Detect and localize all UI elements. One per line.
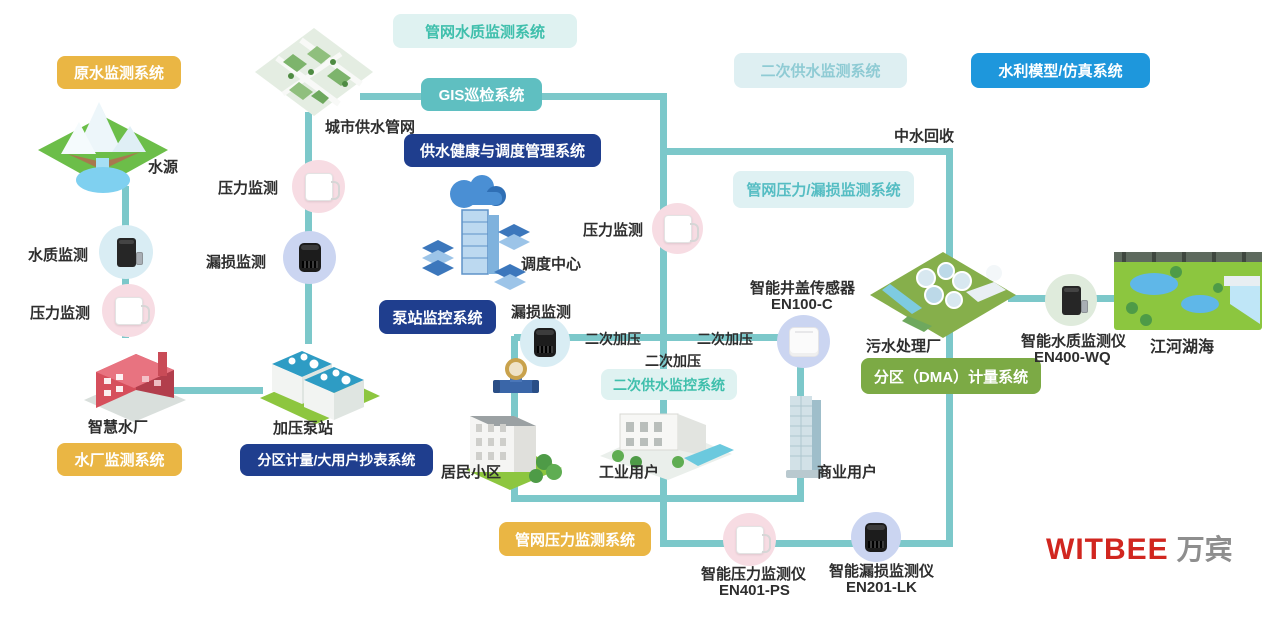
manhole-sensor-node	[777, 315, 830, 368]
badge-dma-metering-system: 分区（DMA）计量系统	[861, 358, 1041, 394]
badge-hydraulic-model-system: 水利模型/仿真系统	[971, 53, 1150, 88]
label-smart-plant: 智慧水厂	[88, 419, 149, 436]
label-pressure-monitor-right: 压力监测	[583, 222, 644, 239]
pipe-reclaim-down	[946, 148, 953, 258]
pressure-sensor-node-right	[652, 203, 703, 254]
label-pressure-monitor-left: 压力监测	[30, 305, 91, 322]
pressure-sensor-icon	[735, 525, 771, 554]
badge-secondary-control-system: 二次供水监控系统	[601, 369, 737, 400]
label-leak-meter-model: EN201-LK	[846, 579, 917, 596]
pressure-sensor-node-mid	[292, 160, 345, 213]
pipe-users-horizontal	[511, 495, 804, 502]
sewage-plant-icon	[870, 252, 1016, 338]
pressure-meter-node-bottom	[723, 513, 776, 566]
pipe-boost-horizontal	[514, 334, 804, 341]
badge-raw-water-system: 原水监测系统	[57, 56, 181, 89]
residential-building-icon	[466, 416, 562, 490]
pressure-sensor-icon	[304, 172, 340, 201]
label-dispatch-center: 调度中心	[521, 256, 582, 273]
witbee-logo-brand: WITBEE	[1046, 533, 1169, 566]
quality-sensor-icon	[1061, 285, 1088, 315]
river-landscape-icon	[1114, 252, 1262, 330]
pipe-sewage-vertical	[946, 330, 953, 547]
leak-sensor-icon	[534, 327, 556, 357]
mountain-icon	[38, 102, 168, 193]
label-manhole-sensor-name: 智能井盖传感器	[750, 280, 856, 297]
badge-gis-system: GIS巡检系统	[421, 78, 542, 111]
leak-sensor-icon	[865, 522, 887, 552]
badge-secondary-monitor-system: 二次供水监测系统	[734, 53, 907, 88]
witbee-logo: WITBEE 万宾	[1046, 528, 1233, 568]
manhole-sensor-icon	[788, 326, 819, 357]
label-boost-2: 二次加压	[697, 331, 753, 347]
label-boost-1: 二次加压	[585, 331, 641, 347]
label-leak-monitor-center: 漏损监测	[511, 304, 572, 321]
quality-sensor-node	[99, 225, 153, 279]
leak-sensor-icon	[298, 243, 321, 272]
skyscraper-icon	[786, 396, 824, 478]
label-wq-meter-model: EN400-WQ	[1034, 349, 1111, 366]
label-wq-meter-name: 智能水质监测仪	[1021, 333, 1127, 350]
label-reclaimed-water: 中水回收	[894, 128, 955, 145]
leak-meter-node-bottom	[851, 512, 901, 562]
badge-district-meter-system: 分区计量/大用户抄表系统	[240, 444, 433, 476]
badge-network-pressure-leak-system: 管网压力/漏损监测系统	[733, 171, 914, 208]
label-manhole-sensor-model: EN100-C	[771, 296, 833, 313]
pipe-reclaim-horizontal	[660, 148, 953, 155]
badge-supply-health-system: 供水健康与调度管理系统	[404, 134, 601, 167]
pipe-bottom-horizontal	[660, 540, 953, 547]
water-meter-icon	[493, 358, 539, 393]
badge-network-pressure-system: 管网压力监测系统	[499, 522, 651, 556]
label-leak-meter-name: 智能漏损监测仪	[829, 563, 935, 580]
label-city-network: 城市供水管网	[325, 119, 416, 136]
pipe-plant-to-pump	[158, 387, 263, 394]
factory-icon	[84, 352, 186, 422]
industrial-building-icon	[600, 413, 734, 480]
leak-sensor-node-center	[520, 317, 570, 367]
witbee-logo-cn: 万宾	[1176, 534, 1233, 565]
label-industrial: 工业用户	[599, 464, 660, 481]
label-pressure-meter-name: 智能压力监测仪	[701, 566, 807, 583]
water-quality-meter-node	[1045, 274, 1097, 326]
leak-sensor-node-mid	[283, 231, 336, 284]
label-water-source: 水源	[148, 159, 179, 176]
label-boost-3: 二次加压	[645, 353, 701, 369]
label-commercial: 商业用户	[817, 464, 878, 481]
badge-network-quality-system: 管网水质监测系统	[393, 14, 577, 48]
pressure-sensor-icon	[663, 214, 699, 243]
quality-sensor-icon	[116, 237, 143, 267]
label-leak-monitor-mid: 漏损监测	[206, 254, 267, 271]
label-residential: 居民小区	[441, 464, 502, 481]
label-sewage-plant: 污水处理厂	[866, 338, 942, 355]
badge-plant-monitor-system: 水厂监测系统	[57, 443, 182, 476]
label-quality-monitor: 水质监测	[28, 247, 89, 264]
city-map-icon	[255, 28, 373, 116]
label-pressure-meter-model: EN401-PS	[719, 582, 790, 599]
label-rivers: 江河湖海	[1150, 339, 1215, 356]
pressure-sensor-icon	[114, 296, 150, 325]
pipe-pump-to-citymap	[305, 112, 312, 344]
pressure-sensor-node-left	[102, 284, 155, 337]
label-pressure-monitor-mid: 压力监测	[218, 180, 279, 197]
pump-station-icon	[260, 351, 380, 424]
label-pump-station: 加压泵站	[273, 420, 334, 437]
badge-pump-station-monitor-system: 泵站监控系统	[379, 300, 496, 334]
cloud-datacenter-icon	[422, 175, 530, 290]
